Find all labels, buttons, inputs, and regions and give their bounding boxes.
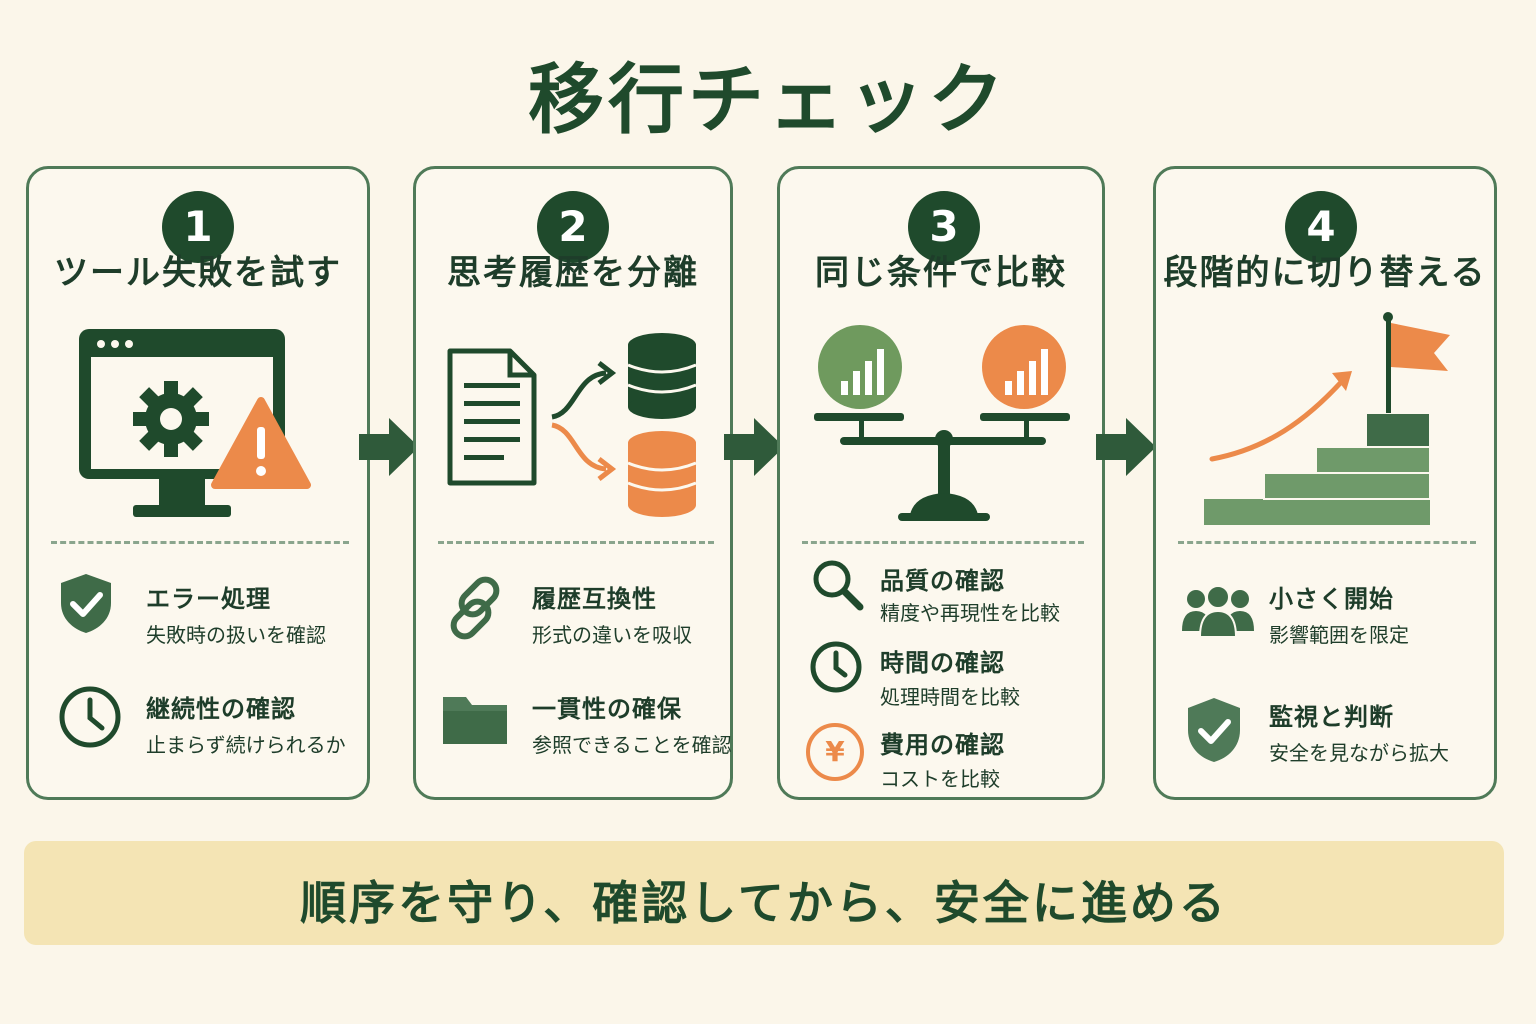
step-card-3: 3 同じ条件で比較 品質の確認 精度や再現性を比較 時間の確認 処理時間を比較 … [777, 166, 1105, 800]
item-description: 止まらず続けられるか [146, 733, 346, 757]
arrow-right-icon [1096, 418, 1156, 476]
shield-check-icon [61, 574, 111, 633]
stairs-flag-illustration [1204, 312, 1450, 525]
item-heading: 監視と判断 [1269, 703, 1394, 731]
monitor-warning-illustration [79, 329, 311, 517]
arrow-right-icon [359, 418, 419, 476]
arrow-right-icon [724, 418, 784, 476]
item-heading: 履歴互換性 [532, 585, 657, 613]
divider [438, 541, 714, 544]
item-heading: エラー処理 [146, 585, 271, 613]
shield-check-icon [1188, 698, 1240, 762]
item-description: 失敗時の扱いを確認 [146, 623, 326, 647]
step-title: 段階的に切り替える [1163, 253, 1487, 293]
step-card-2: 2 思考履歴を分離 [413, 166, 733, 800]
item-description: 形式の違いを吸収 [532, 623, 692, 647]
database-icon-orange [627, 431, 697, 517]
clock-icon [810, 641, 862, 693]
item-heading: 費用の確認 [880, 731, 1005, 759]
item-heading: 継続性の確認 [146, 695, 296, 723]
people-icon [1182, 585, 1254, 638]
folder-icon [443, 697, 507, 744]
clock-icon [59, 686, 121, 748]
step-card-1: 1 ツール失敗を試す エラー処理 失敗時の扱いを確認 継続性の [26, 166, 370, 800]
step-card-4: 4 段階的に切り替える 小さく開始 影響範囲を限定 監視と判断 安全を見ながら拡… [1153, 166, 1497, 800]
item-heading: 品質の確認 [880, 567, 1005, 595]
item-heading: 時間の確認 [880, 649, 1005, 677]
step-title: 思考履歴を分離 [447, 253, 699, 293]
item-heading: 小さく開始 [1269, 585, 1394, 613]
divider [51, 541, 349, 544]
banner-text: 順序を守り、確認してから、安全に進める [300, 876, 1228, 930]
item-description: 影響範囲を限定 [1269, 623, 1409, 647]
page-title: 移行チェック [528, 55, 1008, 144]
yen-icon: ¥ [806, 723, 864, 781]
gear-icon [133, 381, 209, 457]
item-description: 安全を見ながら拡大 [1269, 741, 1449, 765]
summary-banner: 順序を守り、確認してから、安全に進める [24, 841, 1504, 945]
step-title: ツール失敗を試す [54, 253, 342, 293]
document-split-illustration [447, 333, 697, 517]
step-title: 同じ条件で比較 [815, 253, 1067, 293]
database-icon-green [627, 333, 697, 419]
divider [1178, 541, 1476, 544]
link-icon [450, 576, 500, 640]
item-heading: 一貫性の確保 [532, 695, 682, 723]
step-number-badge: 4 [1285, 191, 1357, 263]
step-number-badge: 1 [162, 191, 234, 263]
item-description: 処理時間を比較 [880, 685, 1020, 709]
magnifier-icon [813, 560, 864, 611]
divider [802, 541, 1084, 544]
item-description: 参照できることを確認 [532, 733, 732, 757]
step-number-badge: 2 [537, 191, 609, 263]
step-number-badge: 3 [908, 191, 980, 263]
item-description: コストを比較 [880, 767, 1000, 791]
warning-icon [211, 397, 311, 489]
document-icon [447, 348, 537, 486]
balance-scale-illustration [814, 325, 1070, 521]
item-description: 精度や再現性を比較 [880, 601, 1060, 625]
